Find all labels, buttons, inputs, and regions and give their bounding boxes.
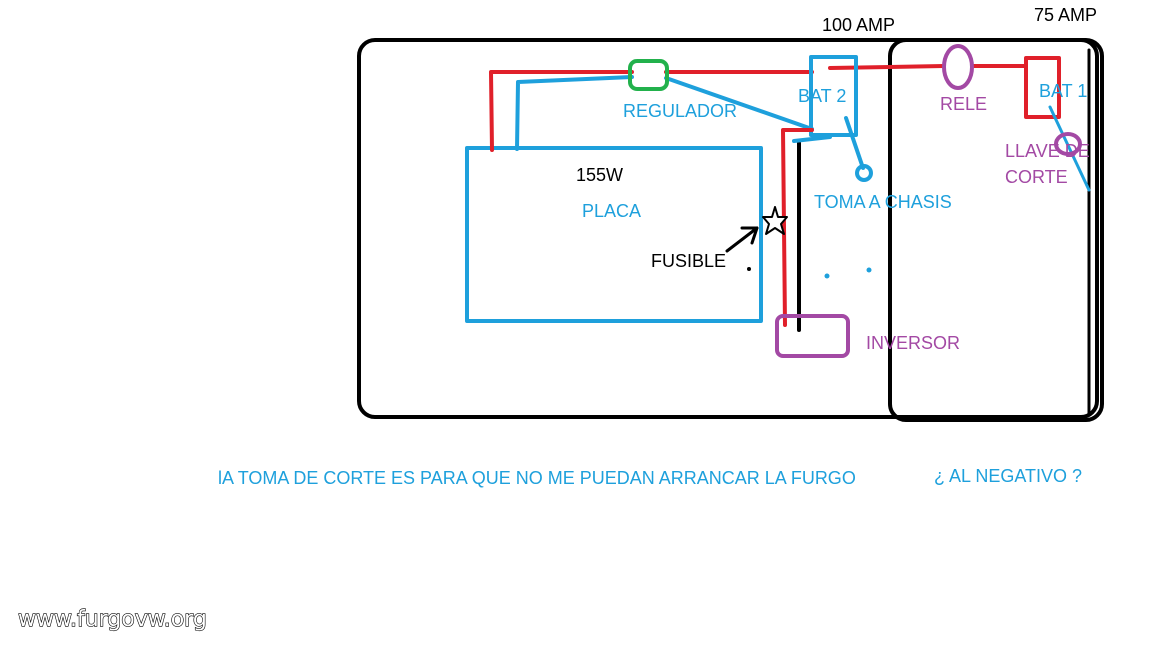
cutoff-key-label-line2: CORTE <box>1005 167 1068 187</box>
solar-panel-label: PLACA <box>582 201 641 221</box>
cutoff-key-symbol <box>1054 132 1082 156</box>
bat1-label: BAT 1 <box>1039 81 1087 101</box>
fuse-arrow-shaft <box>725 226 759 253</box>
red-wire-panel-to-regulator <box>489 70 634 152</box>
stray-dot <box>866 267 872 273</box>
panel-watts-label: 155W <box>576 165 623 185</box>
chassis-ground-terminal <box>855 164 873 182</box>
blue-wire-panel-to-regulator <box>515 75 634 151</box>
regulator-box <box>628 59 669 91</box>
fuse-label: FUSIBLE <box>651 251 726 271</box>
note-cutoff-purpose: lA TOMA DE CORTE ES PARA QUE NO ME PUEDA… <box>218 468 856 488</box>
stray-dot <box>747 267 751 271</box>
engine-bay-outline <box>888 38 1104 422</box>
red-wire-bat2-to-relay <box>828 64 946 70</box>
bat2-amp-label: 100 AMP <box>822 15 895 35</box>
relay-symbol <box>942 44 974 90</box>
inverter-box <box>775 314 850 358</box>
cutoff-key-label-line1: LLAVE DE <box>1005 141 1090 161</box>
red-wire-bat2-to-inverter <box>781 128 814 327</box>
fuse-arrow-head <box>740 226 759 245</box>
inverter-label: INVERSOR <box>866 333 960 353</box>
note-negative-question: ¿ AL NEGATIVO ? <box>934 466 1082 486</box>
fuse-symbol <box>762 206 788 235</box>
cutoff-key-wire <box>1048 105 1091 192</box>
bat2-label: BAT 2 <box>798 86 846 106</box>
bat2-box <box>809 55 858 137</box>
relay-label: RELE <box>940 94 987 114</box>
solar-panel-box <box>465 146 763 323</box>
site-watermark: www.furgovw.org <box>18 607 207 632</box>
blue-stub-bat2 <box>792 135 832 143</box>
stray-dot <box>824 273 830 279</box>
bat1-amp-label: 75 AMP <box>1034 5 1097 25</box>
bat1-box <box>1024 56 1061 119</box>
chassis-ground-label: TOMA A CHASIS <box>814 192 952 212</box>
blue-wire-regulator-to-bat2 <box>664 76 814 131</box>
van-outline <box>357 38 1099 419</box>
regulator-label: REGULADOR <box>623 101 737 121</box>
chassis-ground-wire <box>844 116 865 170</box>
